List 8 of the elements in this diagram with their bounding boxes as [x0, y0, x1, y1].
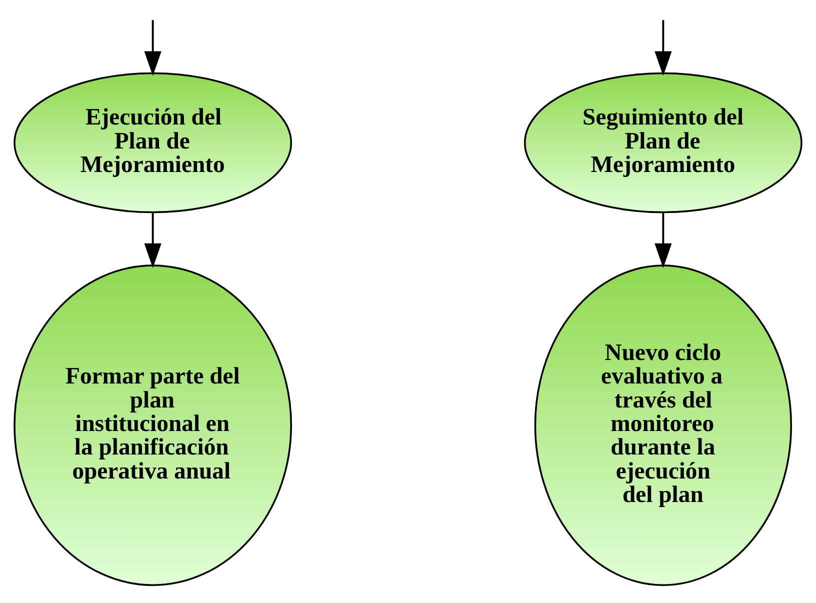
node-ellipse: Seguimiento del Plan de Mejoramiento — [524, 72, 802, 213]
arrow — [654, 20, 672, 76]
node-ellipse: Nuevo ciclo evaluativo a través del monitoreo durante la ejecución del plan — [534, 264, 792, 586]
arrow — [144, 212, 162, 268]
arrow — [654, 212, 672, 268]
node-ellipse: Ejecución del Plan de Mejoramiento — [14, 72, 292, 213]
node-ellipse: Formar parte del plan institucional en la planificación operativa anual — [14, 264, 292, 586]
arrow — [144, 20, 162, 76]
